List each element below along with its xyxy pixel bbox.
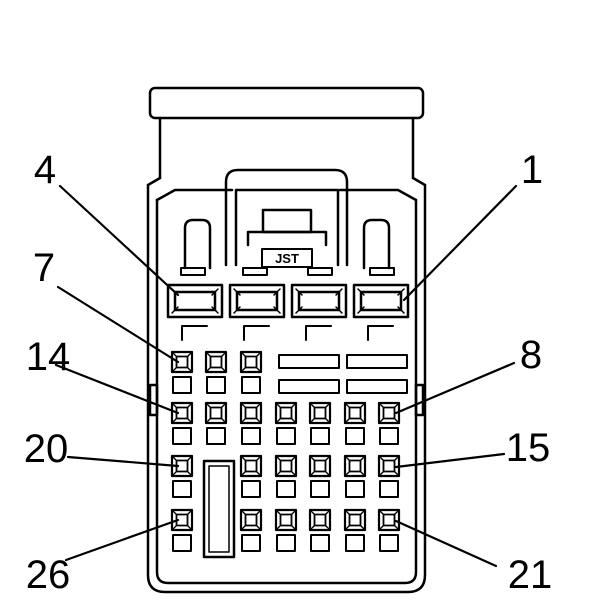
- connector-latch: [183, 168, 391, 270]
- terminal-cavity: [239, 454, 263, 498]
- large-cavity-pin-1: [352, 267, 410, 341]
- terminal-cavity: [204, 350, 228, 394]
- terminal-cavity: [308, 508, 332, 552]
- housing-side-rib-left: [148, 383, 159, 417]
- terminal-cavity: [170, 350, 194, 394]
- brand-marking: JST: [261, 248, 313, 268]
- terminal-cavity: [377, 401, 401, 445]
- brand-marking-box: [261, 248, 313, 268]
- small-cavity-grid: [170, 350, 401, 552]
- connector-housing: [146, 86, 427, 594]
- housing-inner-wall: [155, 198, 418, 585]
- terminal-cavity: [343, 508, 367, 552]
- terminal-cavity: [377, 508, 401, 552]
- housing-shoulders: [146, 176, 427, 187]
- pin-label-26: 26: [26, 553, 71, 597]
- terminal-cavity: [239, 401, 263, 445]
- pin-label-7: 7: [33, 246, 55, 290]
- large-cavity-pin-4: [166, 267, 224, 341]
- latch-post-left: [183, 218, 212, 270]
- terminal-cavity: [308, 454, 332, 498]
- latch-inner: [234, 188, 340, 267]
- terminal-cavity: [170, 401, 194, 445]
- terminal-cavity: [343, 454, 367, 498]
- pin-label-14: 14: [26, 335, 71, 379]
- terminal-cavity: [239, 350, 263, 394]
- leader-line-pin-20: [66, 455, 180, 468]
- leader-line-pin-26: [64, 518, 180, 562]
- terminal-cavity: [170, 454, 194, 498]
- terminal-cavity: [274, 401, 298, 445]
- leader-line-pin-21: [394, 519, 498, 568]
- leader-line-pin-14: [54, 363, 180, 415]
- leader-line-pin-15: [394, 452, 506, 469]
- latch-post-right: [362, 218, 391, 270]
- housing-outer-body: [146, 183, 427, 594]
- pin-label-4: 4: [34, 148, 56, 192]
- leader-lines: [54, 184, 518, 568]
- pin-label-21: 21: [508, 553, 553, 597]
- pin-label-20: 20: [24, 427, 69, 471]
- wide-spacer-cavity: [202, 459, 236, 559]
- terminal-cavity: [377, 454, 401, 498]
- large-cavity-pin-2: [290, 267, 348, 341]
- housing-inner-top: [155, 188, 418, 202]
- terminal-cavity: [204, 401, 228, 445]
- leader-line-pin-8: [394, 361, 516, 415]
- pin-labels: 4 1 7 14 8 20 15 26 21: [24, 148, 553, 597]
- leader-line-pin-1: [402, 184, 518, 302]
- wide-spacer-inner: [208, 465, 230, 553]
- pin-label-1: 1: [521, 148, 543, 192]
- leader-line-pin-4: [58, 184, 180, 297]
- pin-label-8: 8: [520, 333, 542, 377]
- terminal-cavity: [343, 401, 367, 445]
- leader-line-pin-7: [56, 285, 180, 364]
- terminal-cavity: [170, 508, 194, 552]
- blank-slots: [278, 354, 408, 394]
- housing-upper-sides: [158, 116, 415, 180]
- pin-label-15: 15: [506, 426, 551, 470]
- housing-top-cap: [148, 86, 425, 120]
- large-cavity-pin-3: [228, 267, 286, 341]
- large-cavity-row: [166, 267, 410, 341]
- brand-marking-text: JST: [275, 251, 299, 266]
- terminal-cavity: [239, 508, 263, 552]
- housing-side-rib-right: [414, 383, 425, 417]
- terminal-cavity: [274, 454, 298, 498]
- terminal-cavity: [274, 508, 298, 552]
- latch-lock-tab: [261, 208, 313, 234]
- latch-step: [246, 230, 328, 247]
- latch-outer: [224, 168, 349, 267]
- terminal-cavity: [308, 401, 332, 445]
